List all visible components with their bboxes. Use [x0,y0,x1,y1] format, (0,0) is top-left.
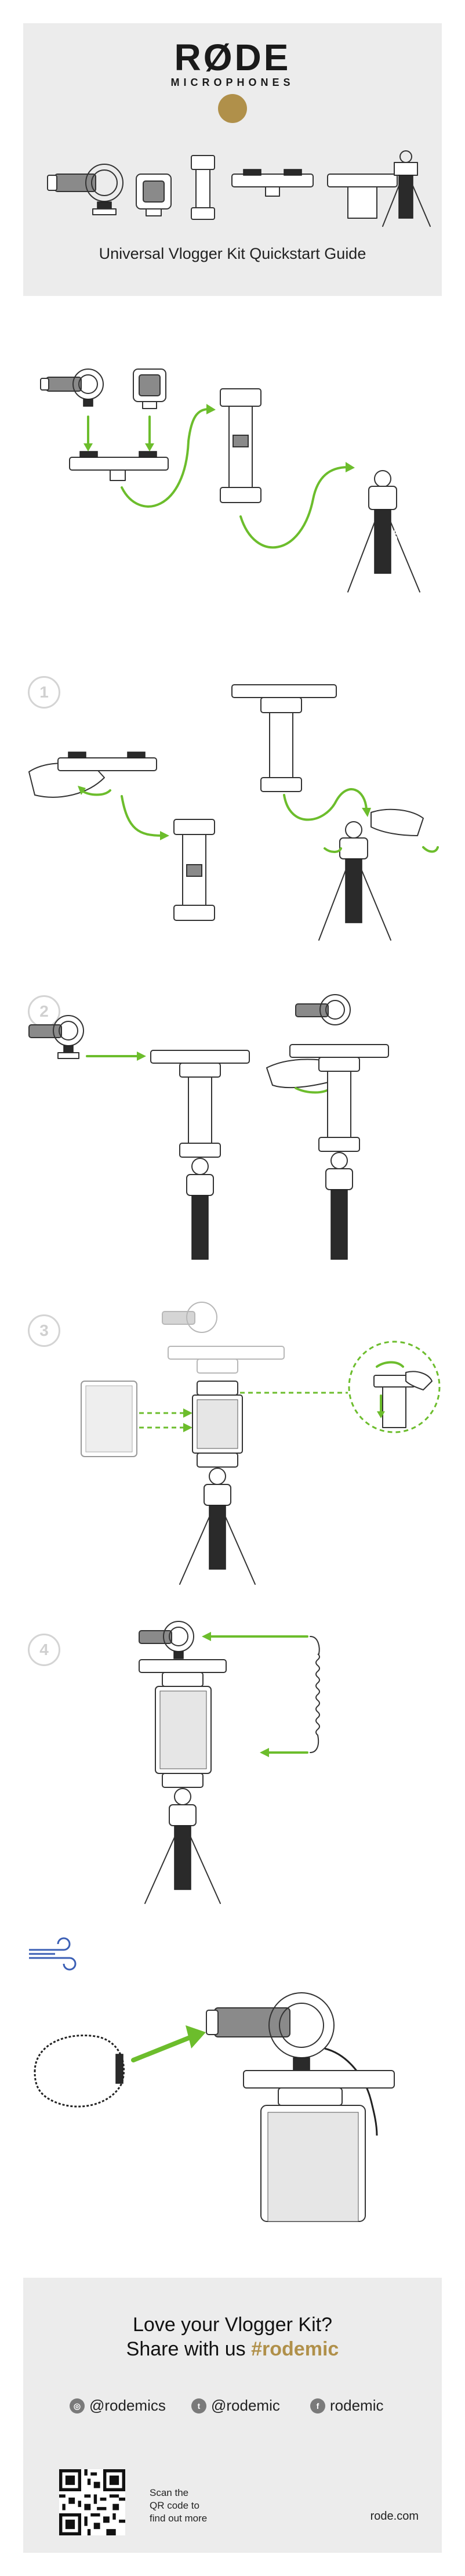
share-line-2: Share with us #rodemic [23,2337,442,2361]
step-4-number: 4 [28,1634,60,1666]
mini-tripod-icon [382,150,431,227]
wind-icon [29,1937,77,1971]
microphone-icon [47,164,123,215]
twitter-handle[interactable]: @rodemic [211,2397,280,2414]
step-3-illustration [81,1302,441,1585]
facebook-handle[interactable]: rodemic [330,2397,384,2414]
social-instagram[interactable]: ◎ @rodemics [70,2397,166,2415]
qr-code[interactable] [59,2469,125,2535]
share-message: Love your Vlogger Kit? Share with us #ro… [23,2313,442,2361]
scan-line-3: find out more [150,2513,208,2524]
page-title: Universal Vlogger Kit Quickstart Guide [99,245,366,262]
social-facebook[interactable]: f rodemic [310,2397,383,2415]
scan-line-1: Scan the [150,2487,189,2498]
footer-panel: Love your Vlogger Kit? Share with us #ro… [23,2278,442,2553]
scan-line-2: QR code to [150,2500,199,2511]
tripod-brand-label: RØDE [390,530,399,553]
scan-instructions: Scan the QR code to find out more [150,2487,207,2525]
header-panel: RØDE MICROPHONES [23,23,442,296]
light-icon [136,174,172,216]
handle-icon [327,174,398,219]
step-2-illustration [28,994,389,1260]
step-1-number: 1 [28,676,60,709]
step-1-illustration [28,684,439,941]
gold-dot [218,94,247,123]
assembly-overview-illustration: RØDE [40,368,420,592]
brand-logo: RØDE [174,37,291,78]
hashtag: #rodemic [251,2338,339,2360]
step-3-number: 3 [28,1314,60,1347]
facebook-icon: f [310,2398,325,2414]
tripod-mount-icon [231,169,314,197]
kit-overview-illustration [47,150,431,227]
share-prefix: Share with us [126,2338,252,2360]
instagram-handle[interactable]: @rodemics [89,2397,166,2414]
website-link[interactable]: rode.com [370,2510,419,2523]
share-line-1: Love your Vlogger Kit? [133,2314,332,2336]
instagram-icon: ◎ [70,2398,85,2414]
brand-subtitle: MICROPHONES [170,77,295,88]
phone-clamp-icon [191,155,215,220]
social-twitter[interactable]: t @rodemic [191,2397,280,2415]
windshield-illustration [29,1937,395,2222]
twitter-icon: t [191,2398,206,2414]
step-4-illustration [139,1621,320,1904]
